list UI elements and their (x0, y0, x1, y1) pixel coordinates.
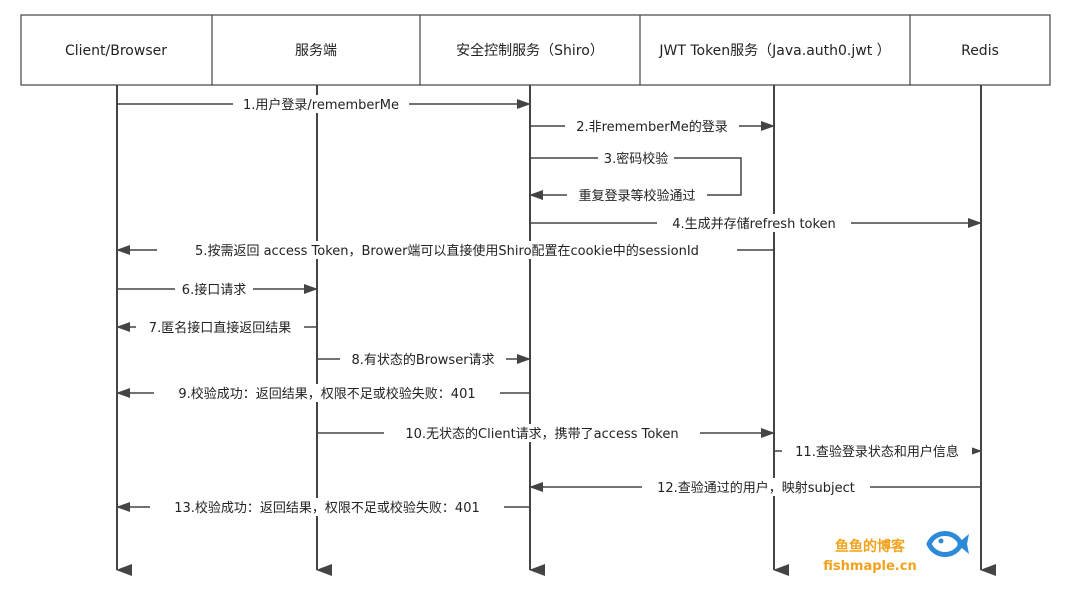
message-label: 3.密码校验 (604, 151, 668, 167)
message-label: 5.按需返回 access Token，Brower端可以直接使用Shiro配置… (195, 243, 699, 259)
message-label: 7.匿名接口直接返回结果 (149, 320, 291, 336)
watermark-title: 鱼鱼的博客 (835, 538, 906, 555)
participant-redis: Redis (961, 43, 999, 59)
message-label: 10.无状态的Client请求，携带了access Token (405, 426, 678, 442)
fish-icon (926, 531, 969, 557)
header-frame (20, 14, 1051, 86)
participant-client: Client/Browser (65, 43, 167, 59)
message-return-label: 重复登录等校验通过 (578, 188, 695, 204)
message-label: 4.生成并存储refresh token (672, 217, 836, 232)
message-label: 9.校验成功：返回结果，权限不足或校验失败：401 (178, 386, 475, 402)
participant-server: 服务端 (295, 43, 337, 59)
message-label: 8.有状态的Browser请求 (351, 352, 494, 368)
participant-jwt: JWT Token服务（Java.auth0.jwt ） (658, 43, 890, 59)
message-label: 6.接口请求 (182, 282, 246, 298)
message-label: 1.用户登录/rememberMe (243, 97, 399, 113)
message-label: 11.查验登录状态和用户信息 (795, 444, 959, 460)
watermark-site: fishmaple.cn (823, 559, 916, 574)
participant-shiro: 安全控制服务（Shiro） (456, 42, 604, 59)
message-label: 13.校验成功：返回结果，权限不足或校验失败：401 (174, 500, 480, 516)
message-label: 2.非rememberMe的登录 (576, 119, 728, 135)
message-label: 12.查验通过的用户，映射subject (657, 480, 855, 496)
